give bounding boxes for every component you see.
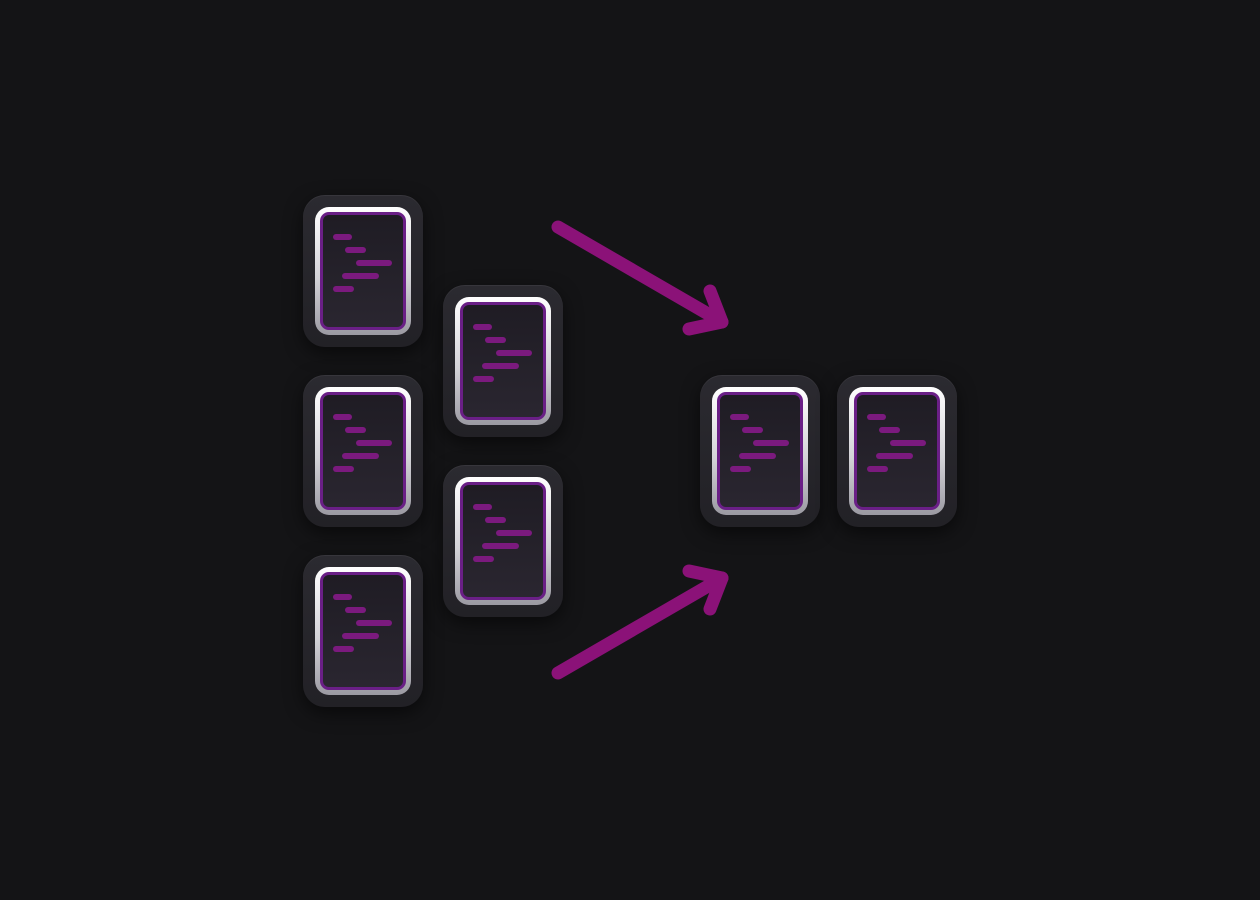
document-body	[854, 392, 940, 510]
code-line	[345, 247, 366, 253]
code-line	[342, 453, 379, 459]
code-line	[482, 363, 519, 369]
code-line	[473, 504, 492, 510]
code-line	[496, 350, 532, 356]
source-doc-tile	[303, 555, 423, 707]
code-line	[333, 646, 354, 652]
code-line	[730, 414, 749, 420]
document-body	[717, 392, 803, 510]
document-body	[320, 212, 406, 330]
code-line	[730, 466, 751, 472]
code-line	[867, 466, 888, 472]
document-body	[320, 572, 406, 690]
code-line	[473, 376, 494, 382]
code-line	[356, 260, 392, 266]
code-line	[753, 440, 789, 446]
document-body	[320, 392, 406, 510]
code-line	[342, 633, 379, 639]
code-line	[867, 414, 886, 420]
arrow-lower	[551, 564, 729, 680]
code-line	[485, 517, 506, 523]
code-line	[482, 543, 519, 549]
code-document-icon	[712, 387, 808, 515]
code-document-icon	[455, 477, 551, 605]
merged-doc-tile	[700, 375, 820, 527]
code-line	[345, 607, 366, 613]
code-document-icon	[455, 297, 551, 425]
code-line	[345, 427, 366, 433]
source-doc-tile	[303, 195, 423, 347]
code-line	[356, 620, 392, 626]
code-line	[742, 427, 763, 433]
document-body	[460, 302, 546, 420]
code-line	[485, 337, 506, 343]
source-doc-tile	[443, 285, 563, 437]
code-document-icon	[315, 387, 411, 515]
source-doc-tile	[303, 375, 423, 527]
code-line	[496, 530, 532, 536]
code-document-icon	[849, 387, 945, 515]
merged-doc-tile	[837, 375, 957, 527]
code-line	[473, 556, 494, 562]
code-document-icon	[315, 207, 411, 335]
source-doc-tile	[443, 465, 563, 617]
code-line	[739, 453, 776, 459]
code-line	[333, 414, 352, 420]
code-line	[333, 594, 352, 600]
code-line	[879, 427, 900, 433]
code-line	[333, 466, 354, 472]
code-document-icon	[315, 567, 411, 695]
code-line	[876, 453, 913, 459]
document-body	[460, 482, 546, 600]
code-line	[356, 440, 392, 446]
code-line	[342, 273, 379, 279]
code-line	[333, 286, 354, 292]
code-line	[473, 324, 492, 330]
code-line	[333, 234, 352, 240]
arrow-upper	[551, 220, 729, 336]
code-line	[890, 440, 926, 446]
